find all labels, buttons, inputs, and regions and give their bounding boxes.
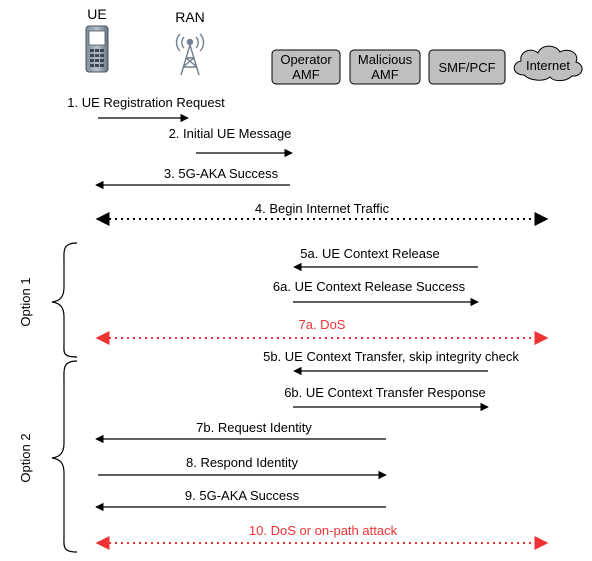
message-label-4: 4. Begin Internet Traffic xyxy=(255,201,390,216)
message-label-8: 8. Respond Identity xyxy=(186,455,299,470)
smf-pcf-label: SMF/PCF xyxy=(438,60,495,75)
message-label-2: 2. Initial UE Message xyxy=(169,126,292,141)
malicious-amf-line1: Malicious xyxy=(358,52,413,67)
message-label-6a: 6a. UE Context Release Success xyxy=(273,279,466,294)
message-label-5b: 5b. UE Context Transfer, skip integrity … xyxy=(263,349,519,364)
message-label-10: 10. DoS or on-path attack xyxy=(249,523,398,538)
option-1-bracket xyxy=(51,242,78,358)
operator-amf-line1: Operator xyxy=(280,52,332,67)
option-2-label: Option 2 xyxy=(18,433,33,482)
message-label-6b: 6b. UE Context Transfer Response xyxy=(284,385,486,400)
phone-icon xyxy=(85,25,109,73)
message-label-3: 3. 5G-AKA Success xyxy=(164,166,279,181)
message-label-9: 9. 5G-AKA Success xyxy=(185,488,300,503)
malicious-amf-box: Malicious AMF xyxy=(349,49,421,85)
message-label-1: 1. UE Registration Request xyxy=(67,95,225,110)
smf-pcf-box: SMF/PCF xyxy=(428,49,506,85)
operator-amf-line2: AMF xyxy=(292,67,320,82)
message-label-7a: 7a. DoS xyxy=(299,317,346,332)
option-2-bracket xyxy=(51,360,78,553)
internet-cloud: Internet xyxy=(513,45,583,82)
message-label-5a: 5a. UE Context Release xyxy=(300,246,439,261)
malicious-amf-line2: AMF xyxy=(371,67,399,82)
ue-label: UE xyxy=(87,6,106,22)
ran-label: RAN xyxy=(175,9,205,25)
message-label-7b: 7b. Request Identity xyxy=(196,420,312,435)
option-1-label: Option 1 xyxy=(18,277,33,326)
antenna-tower-icon xyxy=(175,33,205,76)
internet-label: Internet xyxy=(526,58,570,73)
operator-amf-box: Operator AMF xyxy=(271,49,341,85)
